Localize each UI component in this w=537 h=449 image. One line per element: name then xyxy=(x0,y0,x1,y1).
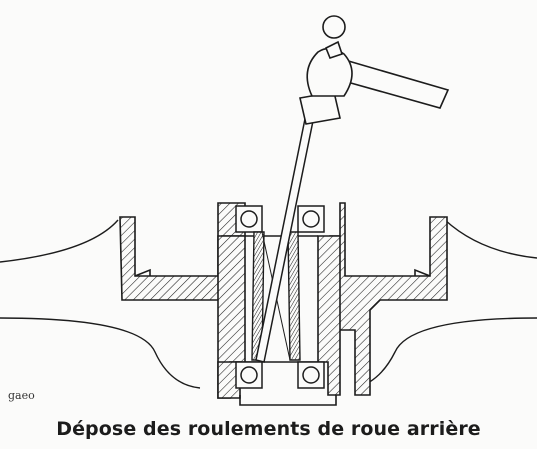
bearing-lower-left xyxy=(235,361,263,389)
spacer-tube xyxy=(251,231,301,361)
hammer-icon xyxy=(299,15,450,125)
wheel-curve-lower-right xyxy=(354,317,537,389)
hub-flange-right-section xyxy=(329,202,448,396)
ball-bearing-icon xyxy=(235,205,325,389)
bearing-upper-right xyxy=(297,205,325,233)
drift-punch-icon xyxy=(255,113,315,363)
bearing-removal-drawing xyxy=(0,15,537,406)
hub-bottom-plate xyxy=(239,395,337,406)
bearing-lower-right xyxy=(297,361,325,389)
wheel-curve-upper-left xyxy=(0,219,119,263)
wheel-hub-icon xyxy=(119,202,448,406)
figure-code: gaeo xyxy=(8,389,35,402)
hammer-handle xyxy=(339,58,450,109)
wheel-curve-lower-left xyxy=(0,317,201,389)
wheel-curve-upper-right xyxy=(444,219,537,259)
hammer-neck xyxy=(324,40,344,59)
figure-caption: Dépose des roulements de roue arrière xyxy=(56,418,481,440)
bearing-upper-left xyxy=(235,205,263,233)
hammer-ball xyxy=(322,15,346,39)
wheel-rim-curves xyxy=(0,219,537,389)
